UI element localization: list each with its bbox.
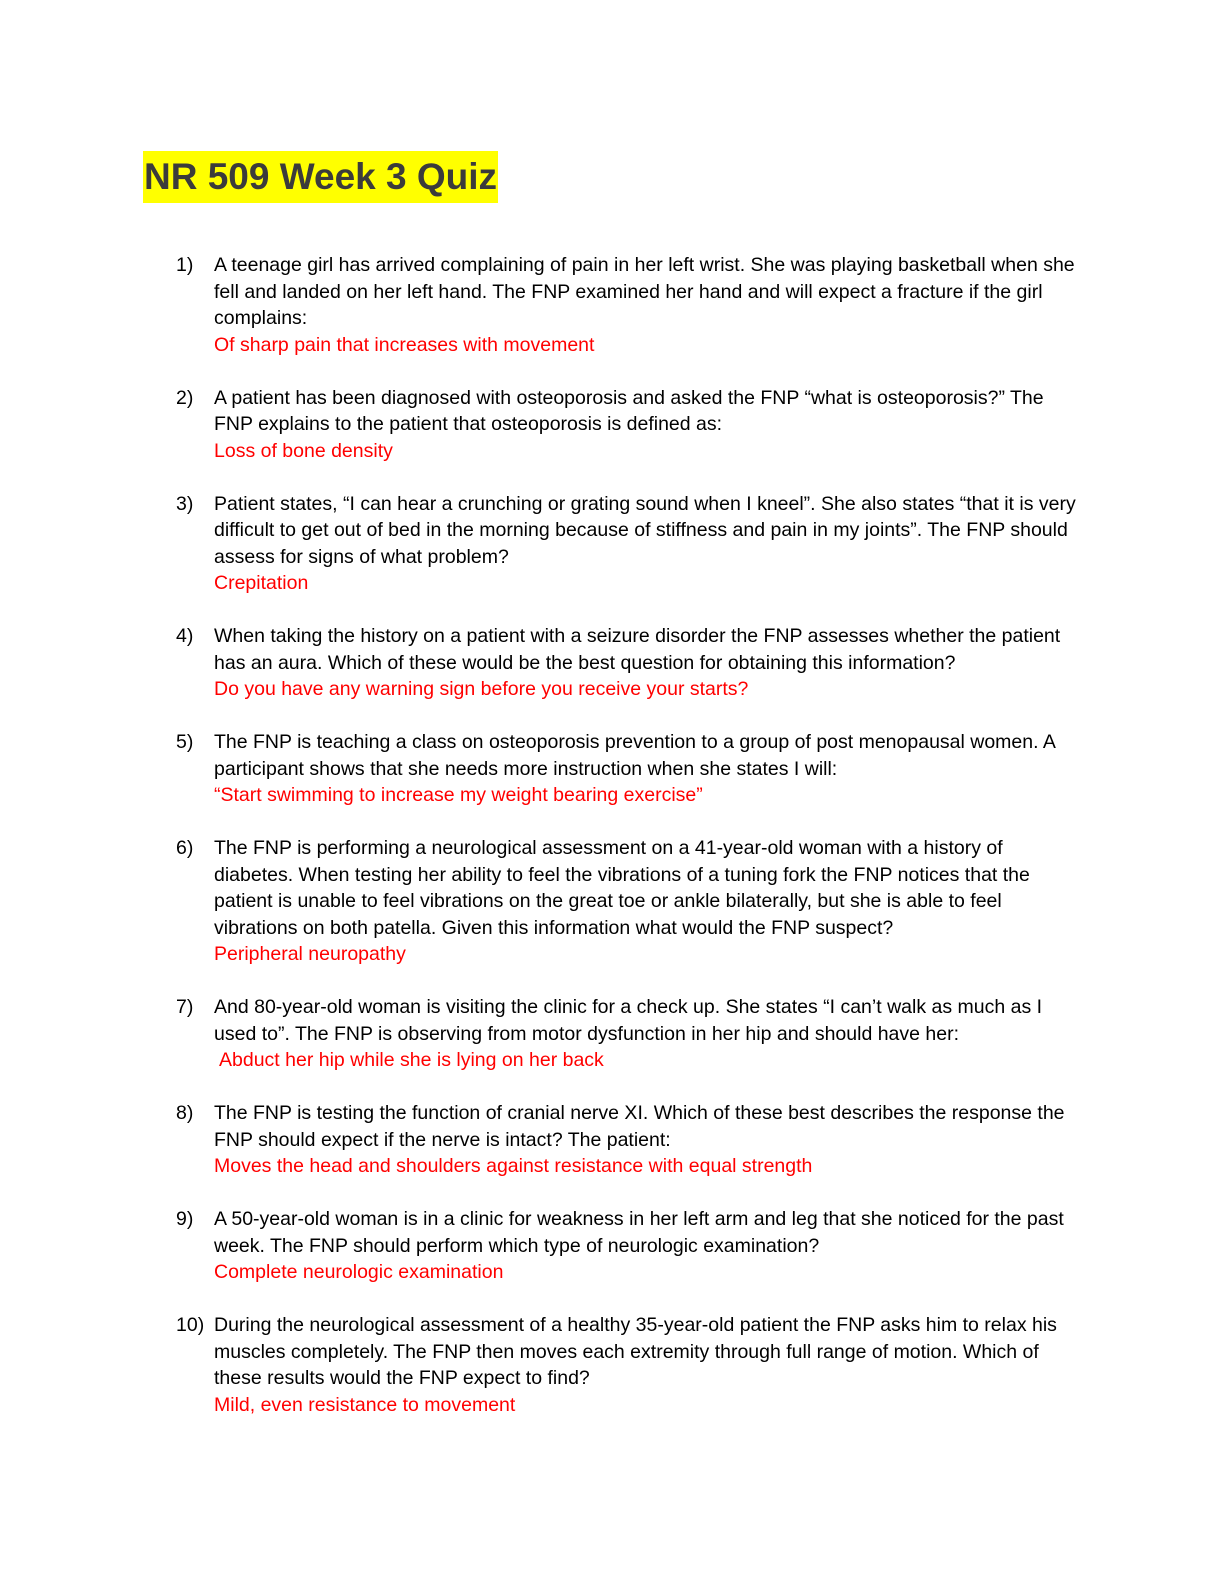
question-number: 2) <box>176 386 194 409</box>
question-answer: Crepitation <box>214 572 309 594</box>
question-item: 4) When taking the history on a patient … <box>176 623 1076 703</box>
question-number: 8) <box>176 1102 194 1124</box>
question-answer: Mild, even resistance to movement <box>214 1393 516 1416</box>
question-body: The FNP is teaching a class on osteoporo… <box>214 729 1076 809</box>
question-number: 10) <box>176 1314 205 1336</box>
question-answer: Of sharp pain that increases with moveme… <box>214 333 595 356</box>
question-answer: Complete neurologic examination <box>214 1261 504 1283</box>
question-number: 1) <box>176 254 194 276</box>
question-body: Patient states, “I can hear a crunching … <box>214 491 1076 597</box>
question-body: And 80-year-old woman is visiting the cl… <box>214 994 1076 1074</box>
question-list: 1) A teenage girl has arrived complainin… <box>176 252 1076 1445</box>
question-body: During the neurological assessment of a … <box>214 1312 1076 1418</box>
question-number: 9) <box>176 1208 194 1230</box>
question-text: A 50-year-old woman is in a clinic for w… <box>214 1208 1064 1257</box>
question-answer: Abduct her hip while she is lying on her… <box>219 1049 604 1071</box>
question-text: When taking the history on a patient wit… <box>214 625 1061 674</box>
question-text: A teenage girl has arrived complaining o… <box>214 254 1075 329</box>
question-body: The FNP is testing the function of crani… <box>214 1100 1076 1180</box>
question-answer: Do you have any warning sign before you … <box>214 678 749 700</box>
question-item: 6) The FNP is performing a neurological … <box>176 835 1076 968</box>
question-text: A patient has been diagnosed with osteop… <box>214 386 1044 436</box>
question-text: During the neurological assessment of a … <box>214 1314 1057 1389</box>
question-answer: Moves the head and shoulders against res… <box>214 1155 813 1177</box>
question-number: 6) <box>176 837 194 859</box>
question-text: The FNP is performing a neurological ass… <box>214 837 1030 939</box>
question-item: 8) The FNP is testing the function of cr… <box>176 1100 1076 1180</box>
question-number: 4) <box>176 625 194 647</box>
question-body: A 50-year-old woman is in a clinic for w… <box>214 1206 1076 1286</box>
question-number: 5) <box>176 731 194 753</box>
question-item: 1) A teenage girl has arrived complainin… <box>176 252 1076 358</box>
question-answer: Peripheral neuropathy <box>214 943 406 965</box>
question-text: And 80-year-old woman is visiting the cl… <box>214 996 1043 1045</box>
question-item: 10) During the neurological assessment o… <box>176 1312 1076 1418</box>
question-item: 3) Patient states, “I can hear a crunchi… <box>176 491 1076 597</box>
question-number: 3) <box>176 492 194 515</box>
question-body: A patient has been diagnosed with osteop… <box>214 385 1076 465</box>
question-item: 5) The FNP is teaching a class on osteop… <box>176 729 1076 809</box>
question-body: When taking the history on a patient wit… <box>214 623 1076 703</box>
question-text: The FNP is teaching a class on osteoporo… <box>214 731 1055 780</box>
question-item: 7) And 80-year-old woman is visiting the… <box>176 994 1076 1074</box>
question-text: The FNP is testing the function of crani… <box>214 1102 1065 1151</box>
question-answer: Loss of bone density <box>214 439 393 462</box>
question-body: A teenage girl has arrived complaining o… <box>214 252 1076 358</box>
question-item: 2) A patient has been diagnosed with ost… <box>176 385 1076 465</box>
question-item: 9) A 50-year-old woman is in a clinic fo… <box>176 1206 1076 1286</box>
question-answer: “Start swimming to increase my weight be… <box>214 784 703 806</box>
question-body: The FNP is performing a neurological ass… <box>214 835 1076 968</box>
page-title: NR 509 Week 3 Quiz <box>143 151 499 203</box>
question-number: 7) <box>176 996 194 1018</box>
question-text: Patient states, “I can hear a crunching … <box>214 492 1076 568</box>
